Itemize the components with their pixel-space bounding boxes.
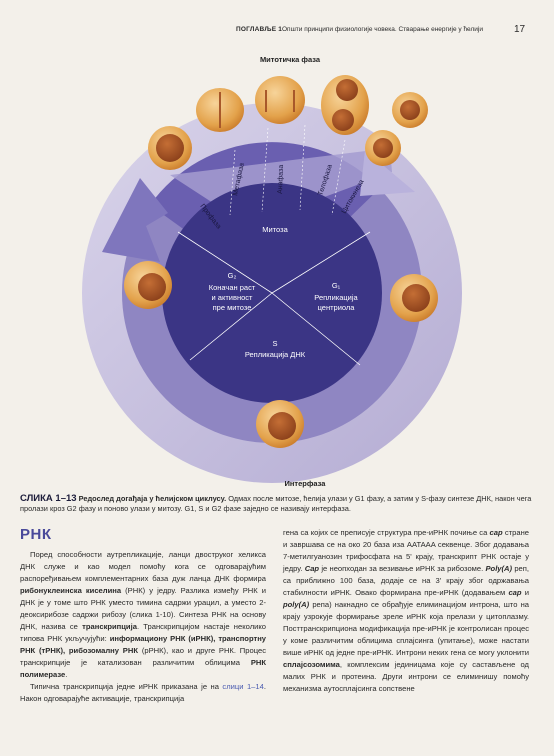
cell-anaphase xyxy=(255,76,305,124)
cycle-arrow xyxy=(102,178,168,262)
caption-text: Одмах после митозе, ћелија улази у G1 фа… xyxy=(20,494,532,513)
divider-line xyxy=(271,231,371,294)
paragraph: Типична транскрипција једне иРНК приказа… xyxy=(20,682,266,703)
caption-figure-number: СЛИКА 1–13 xyxy=(20,493,77,504)
cell-s xyxy=(256,400,304,448)
divider-line xyxy=(271,292,361,366)
g2-line-1: Коначан раст xyxy=(209,283,256,292)
g1-line-2: центриола xyxy=(318,303,356,312)
cell-metaphase xyxy=(196,88,244,132)
page-number: 17 xyxy=(514,24,526,35)
section-title: РНК xyxy=(20,526,52,543)
g1-name: G₁ xyxy=(332,281,341,290)
phase-divider xyxy=(229,149,236,216)
text-column-left: Поред способности аутрепликације, ланци … xyxy=(20,549,266,705)
g2-line-2: и активност xyxy=(212,293,253,302)
cell-g1 xyxy=(390,274,438,322)
page-header: ПОГЛАВЉЕ 1 Општи принципи физиологије чо… xyxy=(0,24,554,40)
figure-caption: СЛИКА 1–13 Редослед догађаја у ћелијском… xyxy=(20,494,540,514)
mitosis-label: Митоза xyxy=(262,225,288,234)
s-name: S xyxy=(272,339,277,348)
cell-prophase xyxy=(148,126,192,170)
cell-cycle-diagram: Митотичка фаза Интерфаза Митоза Профаза … xyxy=(82,55,462,488)
anaphase-label: Анафаза xyxy=(277,165,285,194)
paragraph: Поред способности аутрепликације, ланци … xyxy=(20,550,267,679)
text-column-right: гена са којих се преписује структура пре… xyxy=(283,527,529,695)
cell-g2 xyxy=(124,261,172,309)
divider-line xyxy=(177,231,273,294)
chapter-label: ПОГЛАВЉЕ 1 xyxy=(236,26,283,33)
paragraph: гена са којих се преписује структура пре… xyxy=(283,528,530,693)
phase-divider xyxy=(331,139,346,216)
s-text: Репликација ДНК xyxy=(245,350,306,359)
g2-name: G₂ xyxy=(228,271,237,280)
figure-reference-link[interactable]: слици 1–14 xyxy=(222,682,264,691)
cell-cytokinesis xyxy=(365,92,428,166)
chapter-title: Општи принципи физиологије човека. Ствар… xyxy=(282,26,483,33)
divider-line xyxy=(189,292,273,361)
cell-telophase xyxy=(321,75,369,135)
mitotic-phase-label: Митотичка фаза xyxy=(260,55,321,64)
g2-line-3: пре митозе xyxy=(213,303,252,312)
caption-title: Редослед догађаја у ћелијском циклусу. xyxy=(78,494,227,503)
interphase-label: Интерфаза xyxy=(285,479,327,488)
g1-line-1: Репликација xyxy=(314,293,358,302)
